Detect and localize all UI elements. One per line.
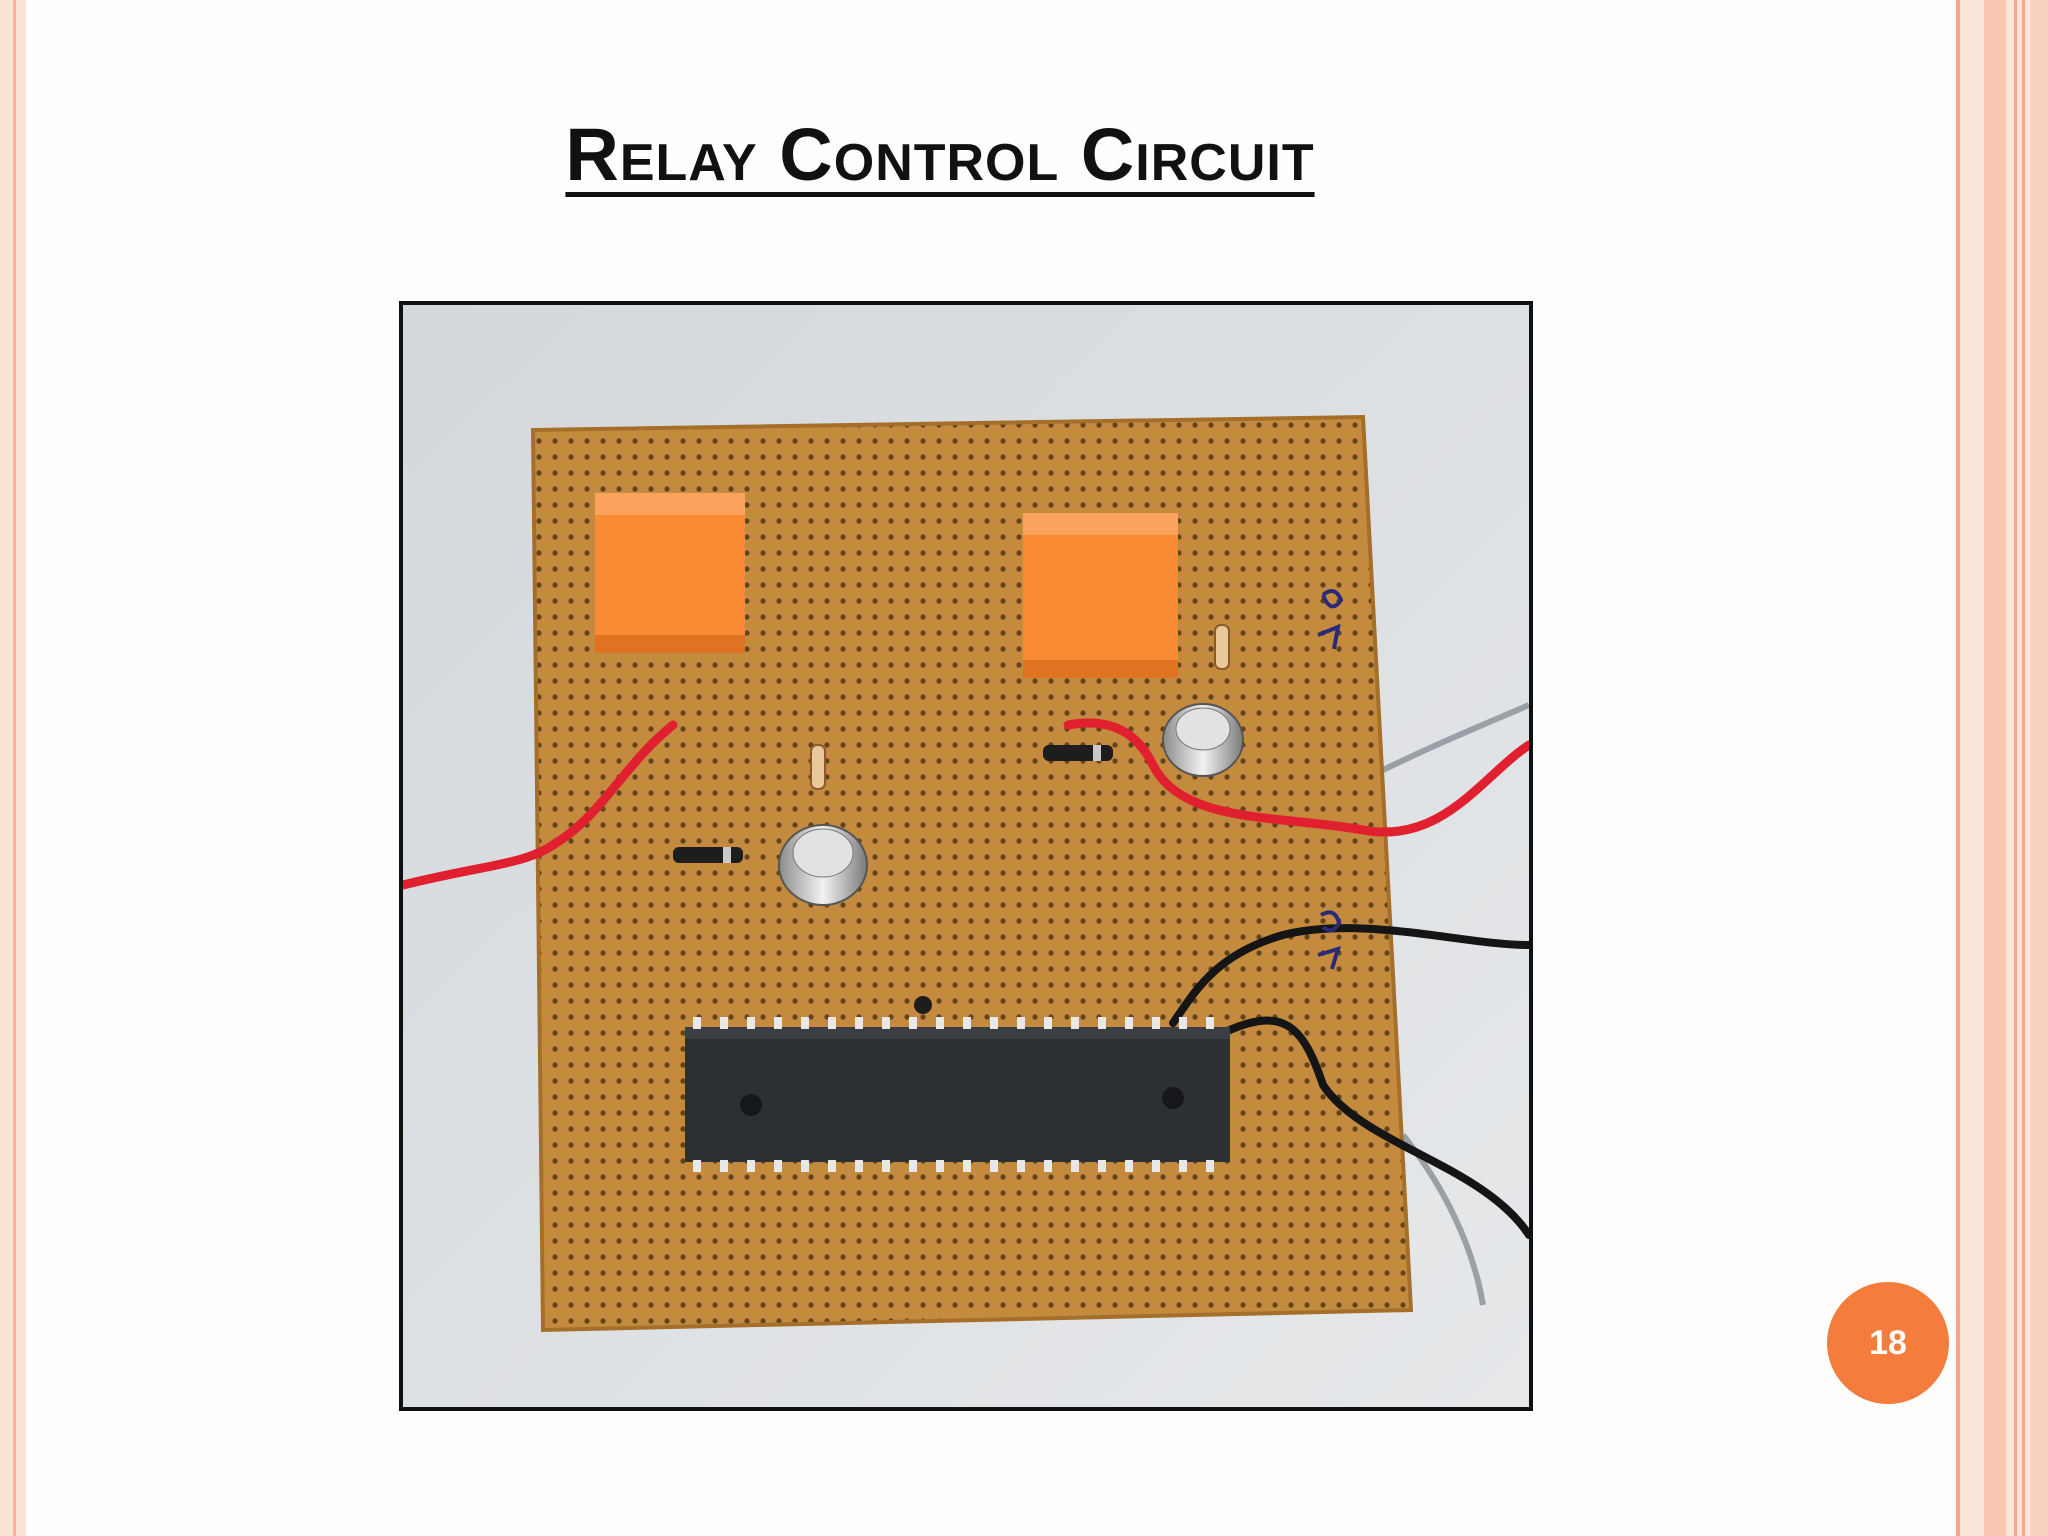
microcontroller-ic bbox=[685, 1017, 1230, 1172]
circuit-photo bbox=[399, 301, 1533, 1411]
transistor-2 bbox=[1162, 703, 1244, 777]
page-number-badge: 18 bbox=[1827, 1282, 1949, 1404]
slide-title: Relay Control Circuit bbox=[565, 113, 1315, 196]
left-border-decoration bbox=[0, 0, 26, 1536]
transistor-1 bbox=[778, 824, 868, 906]
relay-1 bbox=[595, 493, 745, 653]
relay-2 bbox=[1023, 513, 1178, 678]
right-border-decoration bbox=[1956, 0, 2048, 1536]
